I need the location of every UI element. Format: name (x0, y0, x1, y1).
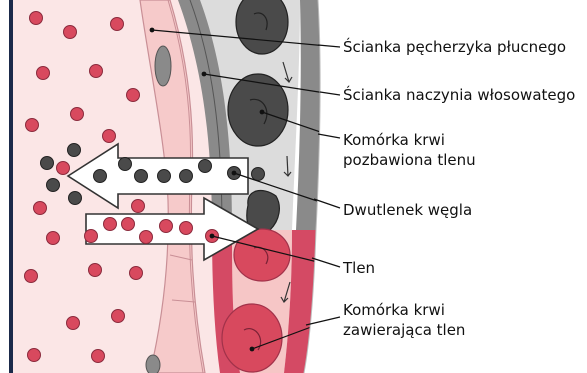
label-oxygen: Tlen (342, 259, 375, 277)
label-capillary-wall: Ścianka naczynia włosowatego (343, 85, 575, 104)
alveolar-wall-nucleus-bottom (146, 355, 160, 373)
label-oxygenated-cell-line1: Komórka krwi (343, 301, 445, 319)
alveolar-wall-nucleus (155, 46, 171, 86)
label-alveolar-wall: Ścianka pęcherzyka płucnego (343, 37, 566, 56)
label-deoxygenated-cell-line2: pozbawiona tlenu (343, 151, 476, 169)
label-carbon-dioxide: Dwutlenek węgla (343, 201, 472, 219)
label-deoxygenated-cell-line1: Komórka krwi (343, 131, 445, 149)
label-oxygenated-cell-line2: zawierająca tlen (343, 321, 465, 339)
left-border (9, 0, 13, 373)
